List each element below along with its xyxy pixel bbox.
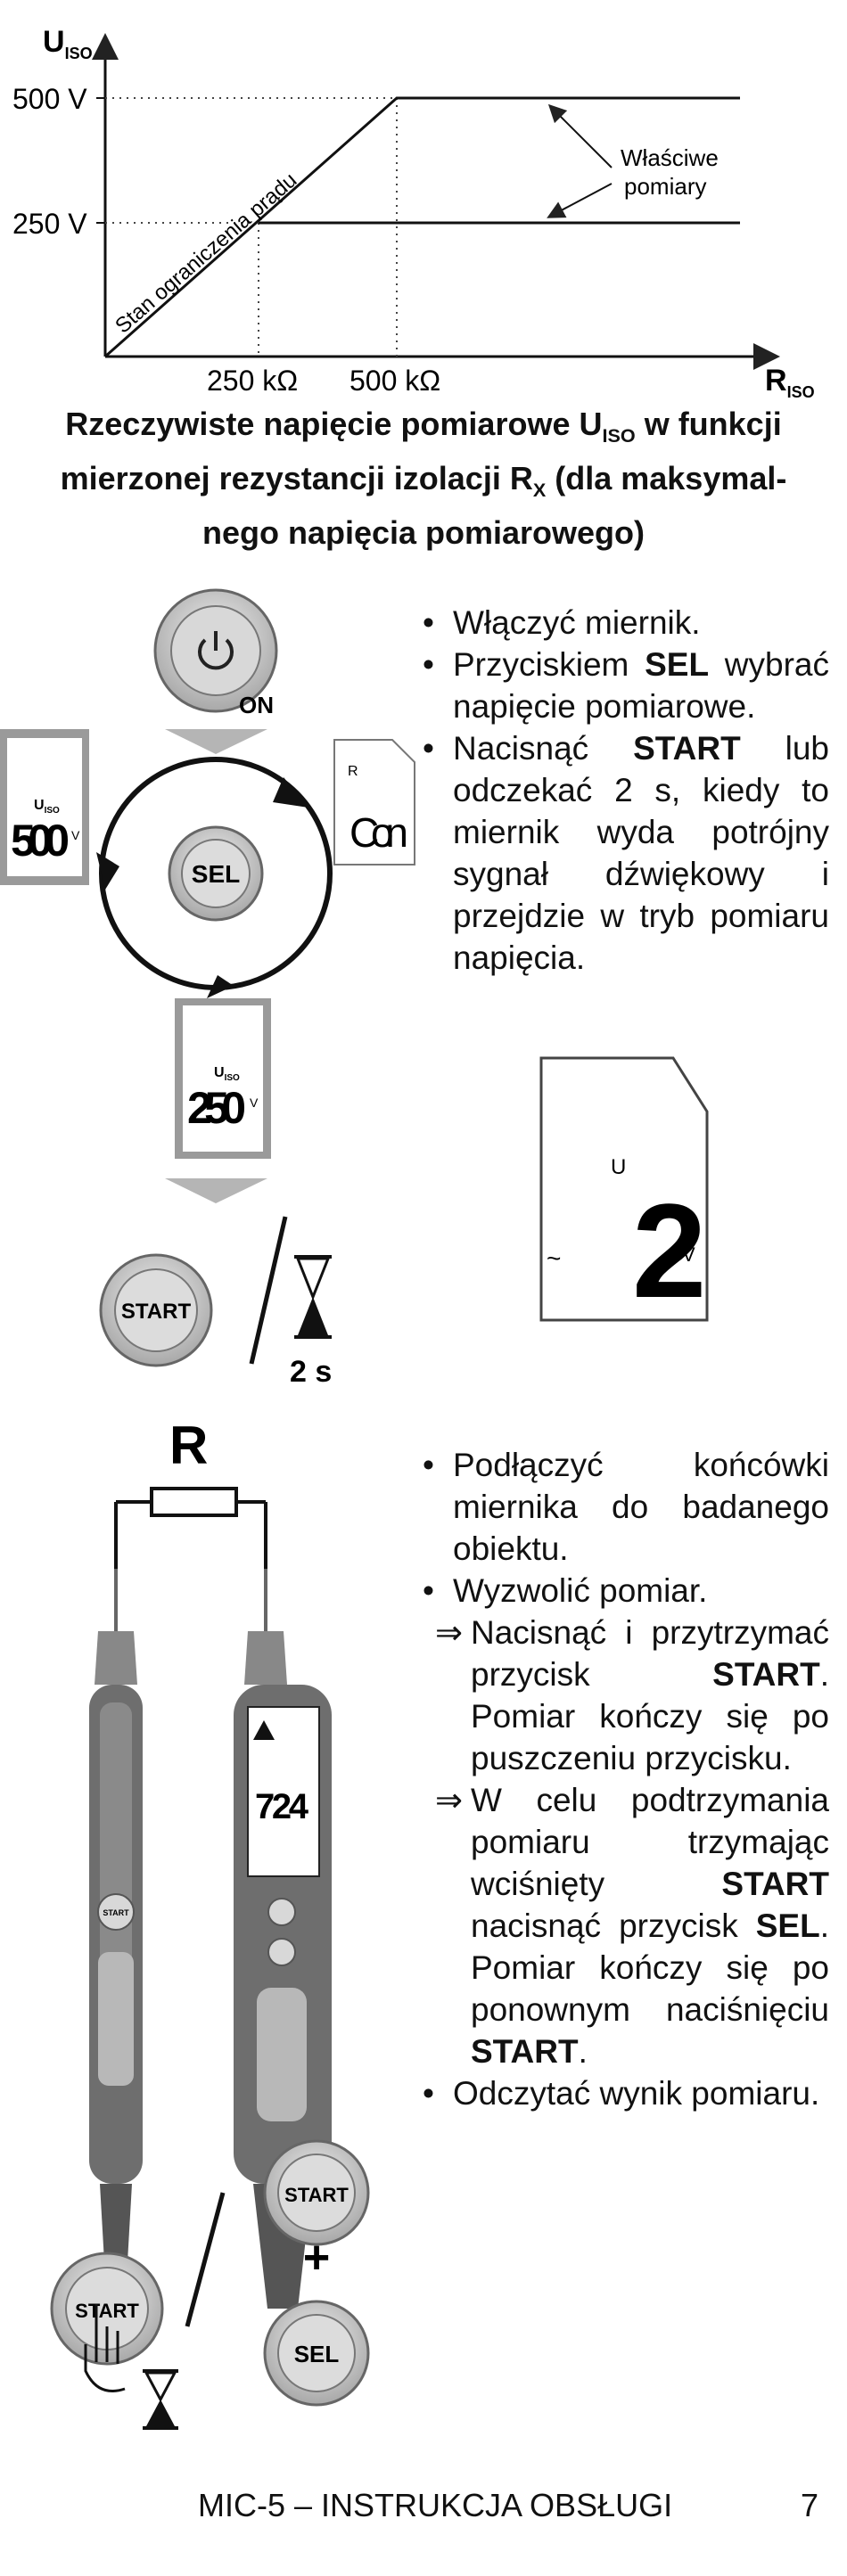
lcd-big-digit: 2: [632, 1176, 706, 1324]
ramp-to-500v: [104, 96, 740, 358]
svg-text:V: V: [250, 1095, 259, 1110]
sel-button-label: SEL: [192, 860, 240, 888]
svg-text:START: START: [284, 2184, 349, 2206]
down-arrow-icon: [165, 729, 267, 754]
sel-button[interactable]: SEL: [168, 825, 264, 922]
meter-lcd-value: 724: [255, 1787, 309, 1826]
hourglass-2-icon: [143, 2369, 178, 2430]
bullet-press-start: Nacisnąć START lub odczekać 2 s, kiedy t…: [417, 727, 829, 979]
hourglass-icon: [294, 1255, 332, 1339]
start-button-press[interactable]: START: [50, 2252, 164, 2392]
start-button-label: START: [121, 1300, 192, 1324]
bullet-connect-probes: Podłączyć końcówki miernika do badanego …: [417, 1444, 829, 1570]
svg-text:250: 250: [187, 1083, 246, 1133]
svg-text:V: V: [71, 828, 80, 842]
bullet-power-on: Włączyć miernik.: [417, 602, 829, 644]
lcd-u-label: U: [611, 1155, 626, 1179]
svg-text:SEL: SEL: [294, 2341, 340, 2367]
svg-text:UISO: UISO: [34, 798, 60, 816]
sel-button-press[interactable]: SEL: [263, 2300, 370, 2407]
down-arrow-2-icon: [165, 1178, 267, 1203]
cycle-arrow-bottom-icon: [207, 975, 234, 998]
instructions-step-1: Włączyć miernik. Przyciskiem SEL wybrać …: [417, 602, 829, 979]
x-tick-500k: 500 kΩ: [349, 365, 440, 397]
annotation-arrow-down: [547, 183, 613, 218]
power-button[interactable]: [153, 588, 278, 713]
lcd-tilde: ~: [547, 1244, 561, 1272]
lcd-500v: UISO 500 V: [0, 729, 89, 885]
hand-pointer-icon: [84, 2304, 126, 2392]
bullet-read-result: Odczytać wynik pomiaru.: [417, 2072, 829, 2114]
on-label: ON: [239, 692, 274, 718]
page-number: 7: [801, 2487, 819, 2523]
svg-text:R: R: [348, 764, 358, 779]
voltage-resistance-graph: UISO RISO 500 V 250 V 250 kΩ 500 kΩ Stan…: [12, 25, 815, 401]
bullet-select-voltage: Przyciskiem SEL wybrać napięcie pomiarow…: [417, 644, 829, 727]
svg-text:UISO: UISO: [214, 1065, 240, 1083]
wait-label: 2 s: [290, 1355, 332, 1389]
voltage-selection-diagram: ON SEL UISO 500 V R Con UISO 250 V START: [0, 588, 415, 1389]
lcd-voltage-display: U ~ 2 V: [539, 1056, 709, 1324]
svg-text:START: START: [103, 1908, 129, 1917]
x-axis-label: RISO: [765, 364, 815, 401]
resistor-label: R: [169, 1417, 208, 1475]
lcd-v-label: V: [682, 1243, 695, 1266]
meter-connection-diagram: R START 724 START: [50, 1417, 370, 2430]
cycle-arrow-left-icon: [96, 852, 119, 890]
probe-tip[interactable]: START: [89, 1569, 143, 2309]
sub-hold-start: Nacisnąć i przytrzymać przycisk START. P…: [435, 1612, 829, 1779]
cycle-arrow-top-icon: [273, 777, 308, 808]
meter-sel-button[interactable]: [267, 1898, 296, 1926]
or-slash: [249, 1216, 288, 1365]
lcd-continuity: R Con: [333, 739, 415, 866]
annotation-line1: Właściwe: [621, 144, 719, 171]
start-button-hold[interactable]: START: [263, 2139, 370, 2246]
y-tick-500: 500 V: [12, 83, 87, 115]
footer-title: MIC-5 – INSTRUKCJA OBSŁUGI: [198, 2487, 673, 2523]
svg-text:500: 500: [11, 816, 70, 866]
svg-text:START: START: [75, 2300, 139, 2322]
meter-start-button[interactable]: [267, 1938, 296, 1966]
graph-caption: Rzeczywiste napięcie pomiarowe UISO w fu…: [60, 406, 787, 552]
start-button[interactable]: START: [99, 1253, 213, 1367]
bullet-trigger-measurement: Wyzwolić pomiar.: [417, 1570, 829, 1612]
y-tick-250: 250 V: [12, 208, 87, 240]
lcd-250v: UISO 250 V: [175, 998, 271, 1159]
x-tick-250k: 250 kΩ: [207, 365, 298, 397]
warning-icon: [253, 1720, 275, 1740]
or-slash-2: [185, 2192, 226, 2327]
instructions-step-2: Podłączyć końcówki miernika do badanego …: [417, 1444, 829, 2114]
ramp-label: Stan ograniczenia prądu: [111, 168, 301, 338]
plus-sign: +: [303, 2232, 330, 2284]
resistor-icon: [150, 1487, 238, 1517]
annotation-arrow-up: [547, 103, 613, 168]
svg-text:Con: Con: [349, 809, 408, 856]
sub-hold-start-sel: W celu podtrzymania pomiaru trzymając wc…: [435, 1779, 829, 2072]
annotation-line2: pomiary: [624, 173, 706, 200]
y-axis-label: UISO: [43, 25, 93, 62]
power-icon: [198, 638, 234, 670]
